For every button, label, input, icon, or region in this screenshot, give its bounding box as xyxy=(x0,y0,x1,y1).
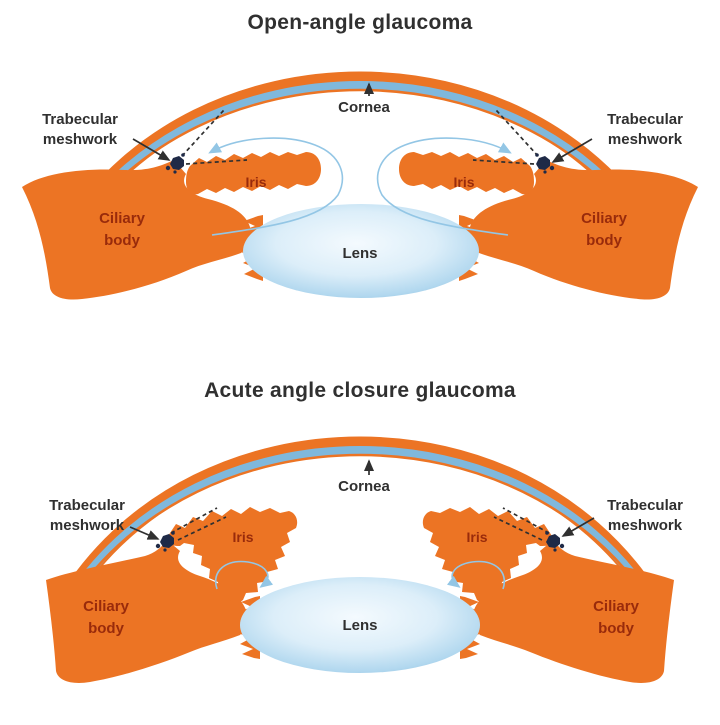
ciliary-label-right-line1: Ciliary xyxy=(581,210,628,227)
trabecular-pointer-right-2 xyxy=(561,517,595,537)
blocked-flow-arrow-right xyxy=(446,560,506,590)
trabecular-pointer-right xyxy=(551,138,593,163)
iris-left-shape xyxy=(186,152,321,195)
cornea-label: Cornea xyxy=(338,99,390,116)
cornea-aqueous-layer xyxy=(66,81,654,236)
trabecular-label-right-line1: Trabecular xyxy=(607,111,683,128)
closed-angle-dashed-left-lower xyxy=(177,516,227,541)
open-angle-title: Open-angle glaucoma xyxy=(247,11,472,34)
trabecular-pointer-left-2 xyxy=(129,526,160,540)
lens-label: Lens xyxy=(342,245,377,262)
trabecular-meshwork-left-shape xyxy=(165,153,185,174)
ciliary-body-right-shape xyxy=(467,160,698,300)
ciliary-label-left-line1-2: Ciliary xyxy=(83,598,130,615)
closed-angle-dashed-left-upper xyxy=(170,507,218,534)
trabecular-label-left-line1: Trabecular xyxy=(42,111,118,128)
acute-angle-closure-diagram: Acute angle closure glaucoma xyxy=(46,379,683,683)
iris-label-right-2: Iris xyxy=(466,529,487,545)
iris-label-left-2: Iris xyxy=(232,529,253,545)
angle-dashed-line-left-lower xyxy=(185,159,248,165)
iris-label-right: Iris xyxy=(453,174,474,190)
trabecular-label-left-line2: meshwork xyxy=(43,131,118,148)
trabecular-label-left-line2-2: meshwork xyxy=(50,517,125,534)
trabecular-label-left-line1-2: Trabecular xyxy=(49,497,125,514)
ciliary-body-right-shape-2 xyxy=(470,540,674,683)
trabecular-label-right-line2-2: meshwork xyxy=(608,517,683,534)
ciliary-label-right-line2-2: body xyxy=(598,620,634,637)
ciliary-label-left-line2: body xyxy=(104,232,140,249)
cornea-inner-layer xyxy=(68,88,652,238)
aqueous-flow-arrow-right xyxy=(376,137,512,236)
trabecular-meshwork-right-shape xyxy=(535,153,555,174)
trabecular-meshwork-right-shape-2 xyxy=(545,531,565,552)
acute-angle-title: Acute angle closure glaucoma xyxy=(204,379,516,402)
closed-angle-dashed-right-lower xyxy=(493,516,543,541)
lens-shape-2 xyxy=(240,577,480,673)
lens-label-2: Lens xyxy=(342,617,377,634)
angle-dashed-line-right-upper xyxy=(495,109,539,157)
lens-shape xyxy=(243,204,479,298)
aqueous-flow-arrow-left xyxy=(208,137,344,236)
trabecular-label-right-line2: meshwork xyxy=(608,131,683,148)
ciliary-body-left-shape-2 xyxy=(46,540,250,683)
open-angle-diagram: Open-angle glaucoma xyxy=(22,11,698,300)
iris-right-shape xyxy=(399,152,534,195)
cornea-shape xyxy=(62,71,658,238)
cornea-label-2: Cornea xyxy=(338,478,390,495)
iris-label-left: Iris xyxy=(245,174,266,190)
blocked-flow-arrow-left xyxy=(214,560,274,590)
cornea-aqueous-layer-2 xyxy=(66,446,654,601)
trabecular-meshwork-left-shape-2 xyxy=(155,531,175,552)
angle-dashed-line-right-lower xyxy=(472,159,535,165)
trabecular-pointer-left xyxy=(132,138,171,161)
trabecular-label-right-line1-2: Trabecular xyxy=(607,497,683,514)
angle-dashed-line-left-upper xyxy=(181,109,225,157)
ciliary-label-right-line2: body xyxy=(586,232,622,249)
ciliary-label-left-line1: Ciliary xyxy=(99,210,146,227)
ciliary-label-left-line2-2: body xyxy=(88,620,124,637)
ciliary-body-left-shape xyxy=(22,160,253,300)
ciliary-label-right-line1-2: Ciliary xyxy=(593,598,640,615)
closed-angle-dashed-right-upper xyxy=(502,507,550,534)
